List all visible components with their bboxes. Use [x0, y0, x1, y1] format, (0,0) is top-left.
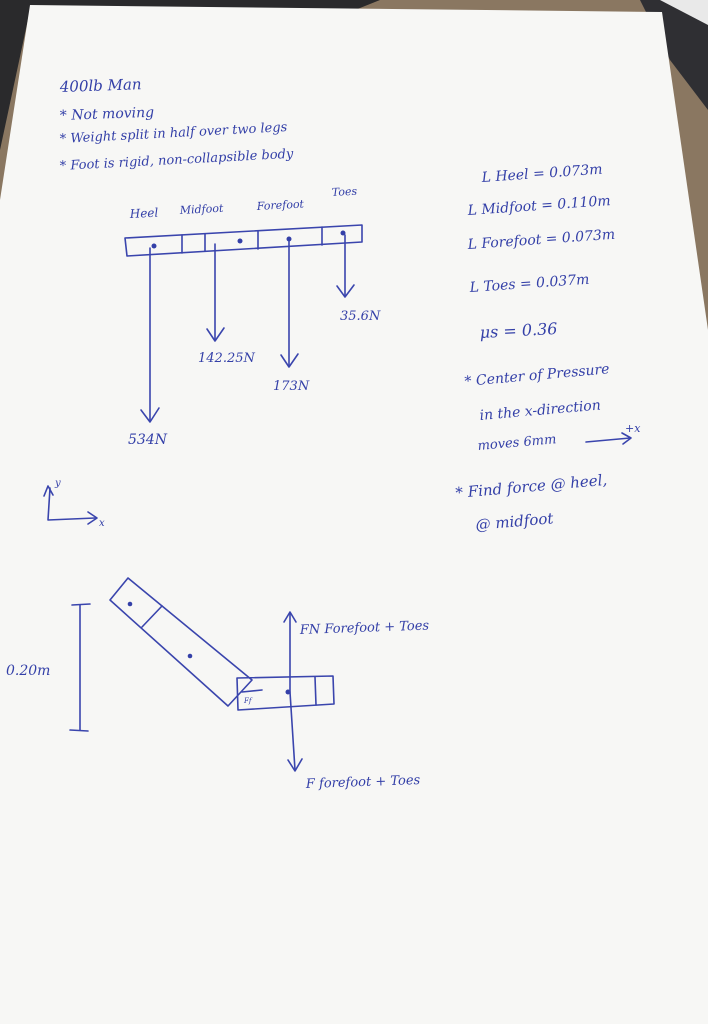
foot-bar-dots: [151, 230, 346, 249]
cop-line-3: moves 6mm: [477, 432, 557, 454]
force-toes: 35.6N: [340, 309, 381, 324]
arrow-toes-force: [336, 234, 355, 298]
label-heel: Heel: [128, 206, 158, 222]
height-label: 0.20m: [6, 663, 50, 679]
force-forefoot: 173N: [273, 379, 310, 394]
normal-force-label: FN Forefoot + Toes: [299, 618, 430, 638]
foot-bar: [124, 224, 363, 257]
force-heel: 534N: [128, 432, 168, 448]
notes-title: 400lb Man: [59, 75, 142, 96]
forefoot-toes-box: [236, 675, 335, 711]
paper-sheet: [0, 5, 708, 1024]
arrow-normal-force: [283, 611, 297, 693]
force-midfoot: 142.25N: [198, 351, 255, 366]
coordinate-axes: [43, 485, 98, 525]
arrow-midfoot-force: [206, 243, 225, 342]
label-toes: Toes: [331, 185, 357, 199]
axis-y-label: y: [54, 478, 61, 489]
tilted-foot-segment: [109, 577, 253, 707]
white-sheet-corner: [660, 0, 708, 25]
height-dimension-line: [69, 603, 91, 732]
arrow-heel-force: [140, 247, 160, 423]
label-forefoot: Forefoot: [255, 198, 304, 214]
arrow-applied-force: [287, 691, 303, 772]
friction-force-label: Ff: [243, 697, 253, 705]
arrow-forefoot-force: [280, 240, 299, 368]
applied-force-label: F forefoot + Toes: [305, 773, 421, 792]
cop-arrow-label: +x: [625, 422, 641, 435]
tilted-foot-dots: [127, 601, 193, 659]
cop-direction-arrow: [585, 432, 632, 445]
axis-x-label: x: [99, 518, 105, 529]
friction-coefficient: μs = 0.36: [479, 319, 558, 342]
notes-bullet-1: * Not moving: [60, 105, 155, 124]
label-midfoot: Midfoot: [178, 202, 224, 217]
